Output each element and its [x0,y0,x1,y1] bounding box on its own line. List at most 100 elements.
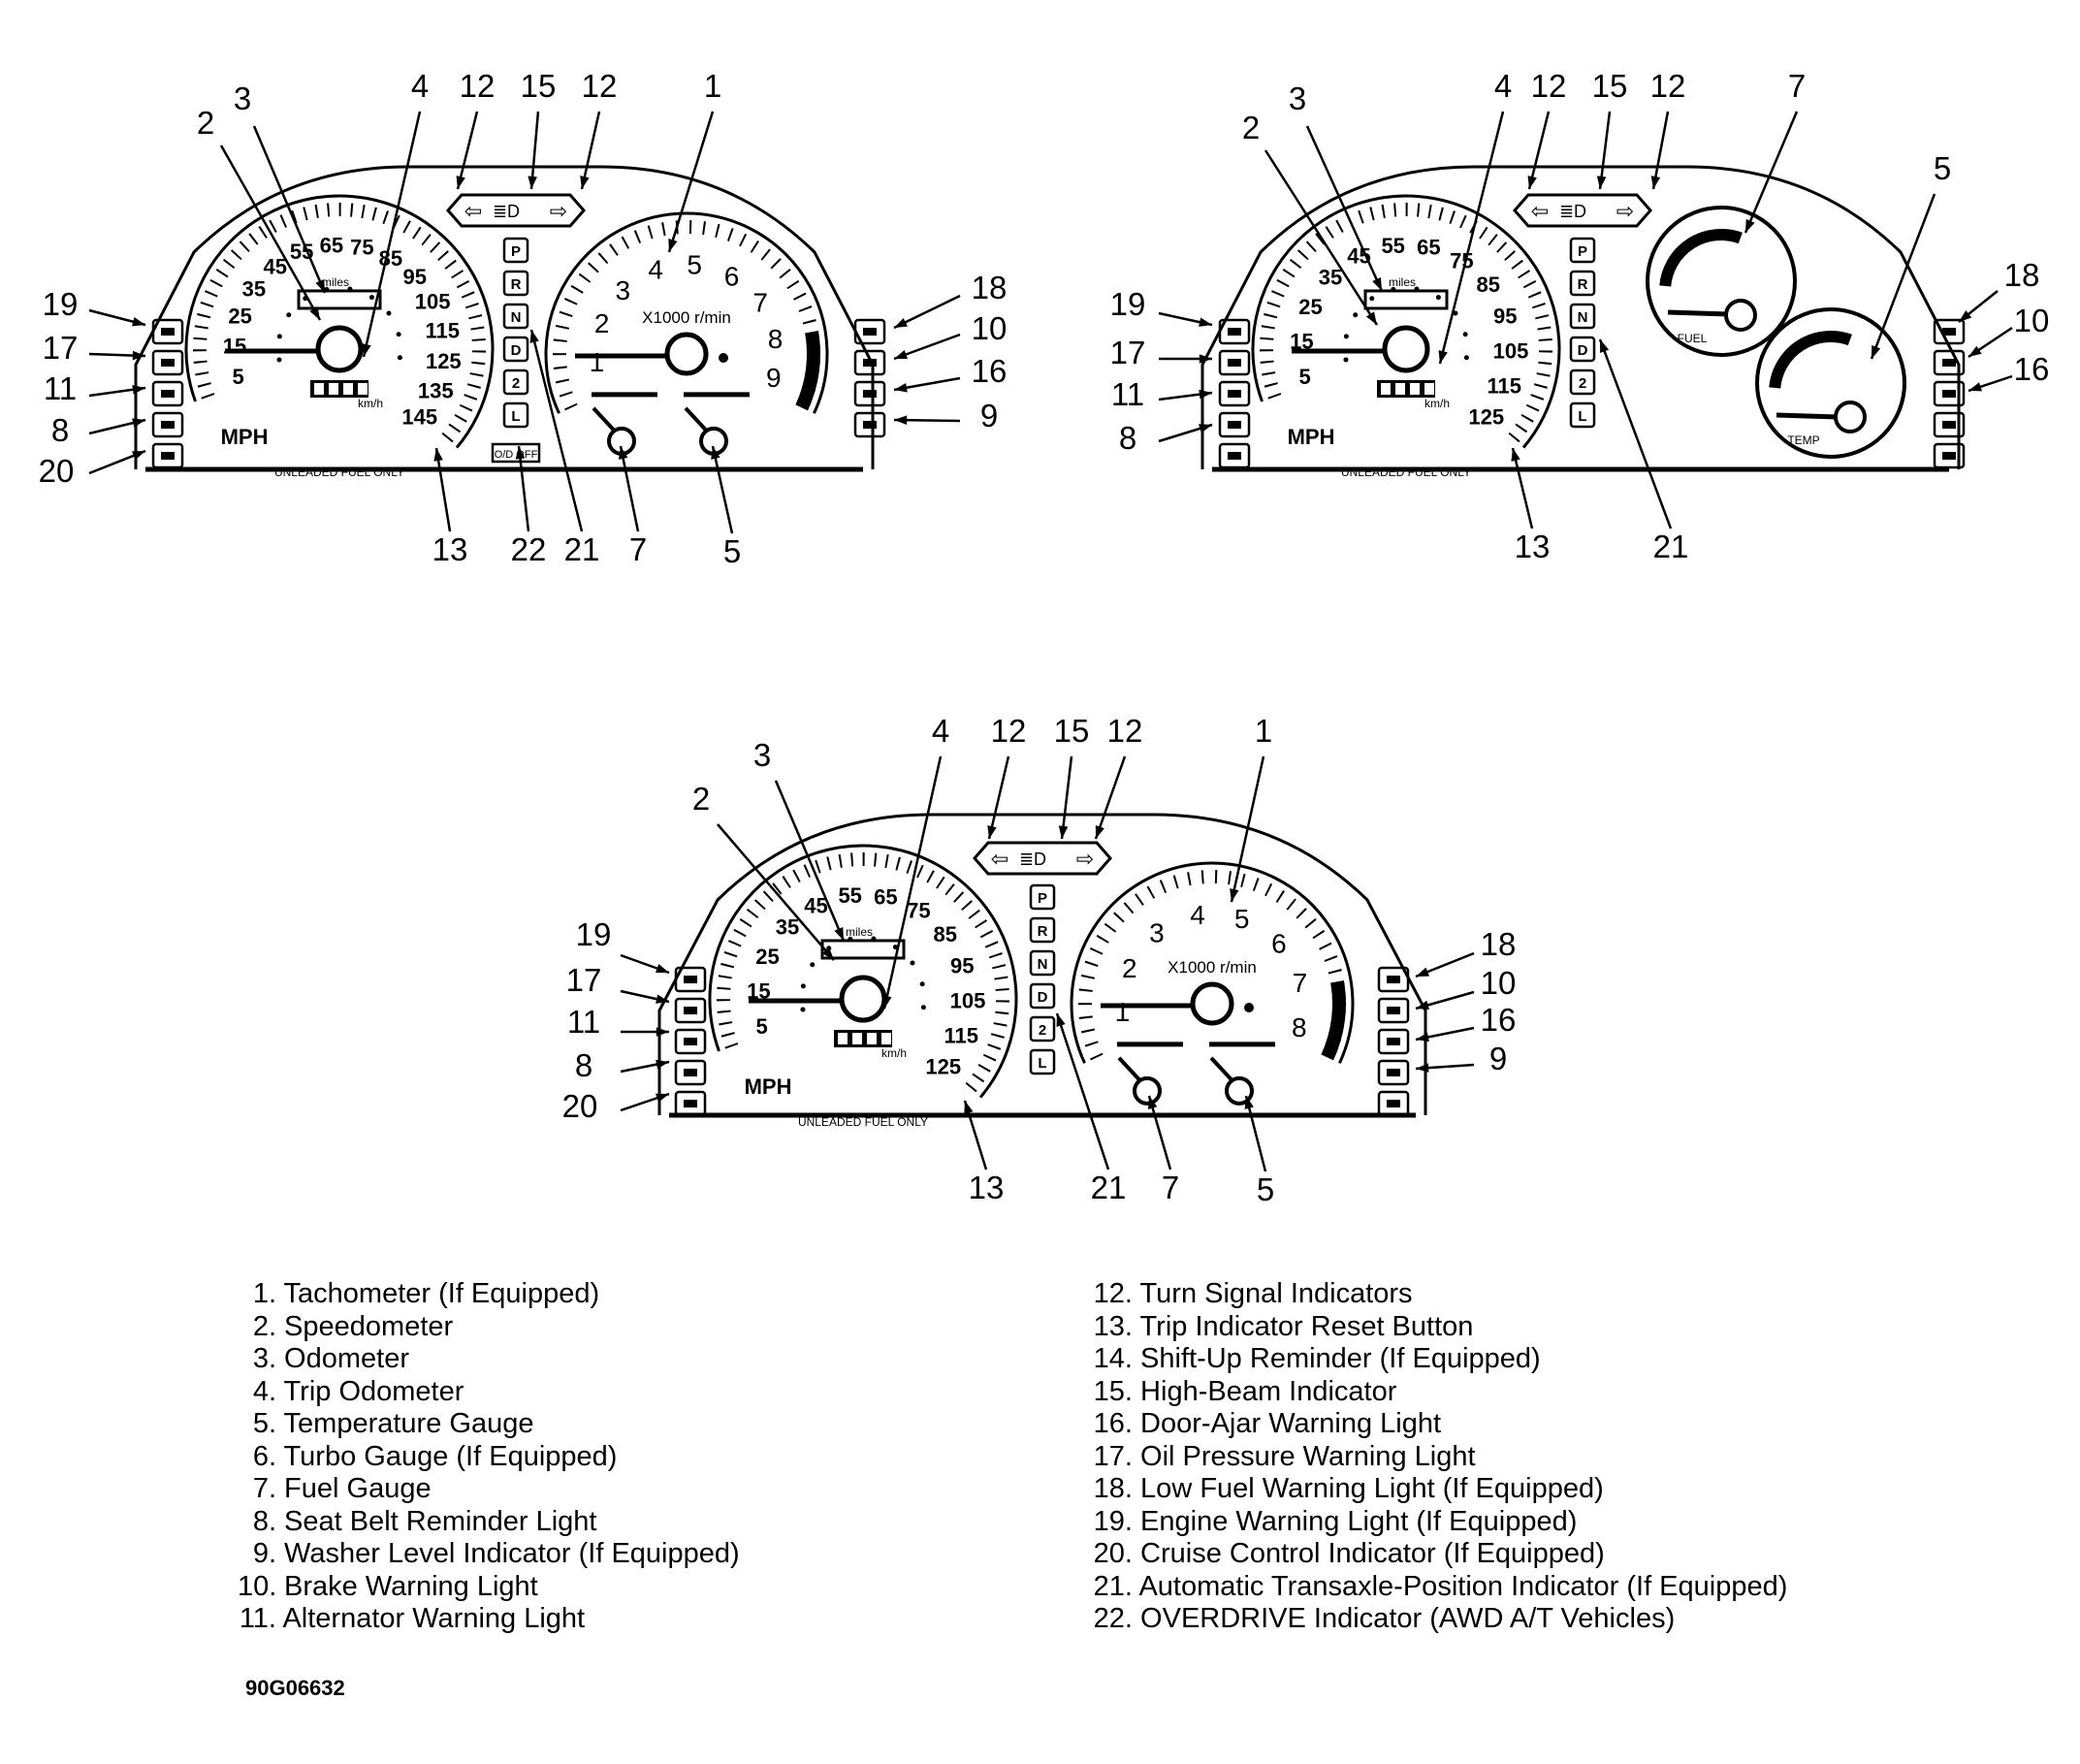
legend-item-7: 7. Fuel Gauge [238,1473,740,1506]
arrowhead [1416,1063,1429,1073]
kmh-tick [919,981,925,987]
callout-12: 12 [1094,713,1142,840]
warning-lamp-symbol [1942,452,1956,460]
warning-lamp-symbol [161,421,175,429]
warning-lamp [151,380,184,407]
callout-12: 12 [1527,68,1566,190]
callout-number: 22 [511,531,547,567]
callout-number: 12 [991,713,1027,749]
trip-digit [1424,383,1434,395]
arrowhead [1095,825,1104,839]
callout-7: 7 [1147,1095,1179,1205]
leader-line [1264,149,1379,326]
callout-number: 19 [1110,286,1146,322]
callout-1: 1 [667,68,721,253]
speed-label: 135 [418,379,454,403]
arrowhead [1959,310,1972,322]
callout-number: 9 [1489,1041,1507,1076]
callout-number: 2 [197,105,214,141]
tach-number: 7 [1293,968,1308,998]
leader-line [717,823,835,961]
callout-16: 16 [893,353,1007,393]
legend-text: OVERDRIVE Indicator (AWD A/T Vehicles) [1133,1603,1676,1634]
legend-text: Seat Belt Reminder Light [276,1505,597,1537]
kmh-tick [1343,334,1349,339]
callout-10: 10 [893,310,1007,361]
right-turn-arrow-icon: ⇨ [1616,199,1634,223]
gear-letter: L [1038,1055,1046,1072]
arrowhead [132,451,145,461]
speed-label: 85 [379,246,402,271]
tach-number: 5 [687,249,702,279]
speed-label: 25 [1298,295,1322,319]
warning-lamp [1377,966,1410,993]
legend-number: 2. [252,1310,276,1342]
arrowhead [1596,176,1607,189]
legend-left: 1. Tachometer (If Equipped)2. Speedomete… [238,1278,740,1636]
speed-label: 125 [925,1054,961,1078]
callout-number: 12 [460,68,496,104]
speed-label: 105 [1493,339,1529,364]
callout-5: 5 [711,445,741,569]
speed-label: 105 [950,989,986,1013]
legend-item-2: 2. Speedometer [238,1311,740,1344]
speed-label: 5 [1299,365,1311,389]
leader-line [1598,111,1612,190]
callout-number: 4 [932,713,949,749]
callout-11: 11 [567,1004,669,1040]
leader-line [774,780,846,942]
temperature-gauge-hub [1834,401,1867,433]
callout-number: 15 [1592,68,1628,104]
speedometer-hub [315,325,364,373]
callout-3: 3 [753,737,846,942]
warning-lamp [1218,380,1251,407]
speed-label: 15 [223,335,246,359]
warning-lamp-symbol [863,390,877,398]
trip-digit [1381,383,1391,395]
warning-lamp-symbol [684,1069,697,1076]
miles-label: miles [846,925,873,939]
temperature-gauge-needle [1776,412,1839,420]
callout-8: 8 [575,1047,670,1083]
warning-lamp [151,349,184,376]
legend-item-9: 9. Washer Level Indicator (If Equipped) [238,1538,740,1571]
fuel-gauge: FUEL [1646,206,1797,357]
trip-digit [329,383,338,395]
arrowhead [132,385,145,395]
callout-8: 8 [51,412,146,448]
kmh-tick [396,332,401,337]
legend-text: Speedometer [276,1310,454,1342]
legend-text: Oil Pressure Warning Light [1133,1440,1476,1472]
speed-label: 45 [804,893,827,917]
leader-line [1094,755,1127,840]
speed-label: 5 [756,1014,768,1039]
leader-line [362,111,422,358]
arrowhead [132,317,145,327]
callout-number: 20 [562,1088,598,1124]
speed-label: 145 [401,404,437,429]
callout-10: 10 [1415,965,1516,1010]
gear-letter: P [1578,243,1587,260]
callout-number: 18 [1481,926,1517,962]
speed-label: 115 [944,1024,978,1048]
legend-text: Temperature Gauge [276,1408,534,1439]
trip-digit [838,1033,848,1044]
speed-label: 5 [233,365,244,389]
leader-line [1598,338,1673,529]
warning-lamp [1377,997,1410,1024]
speed-label: 75 [350,236,373,260]
leader-line [1230,755,1265,903]
warning-lamp [1377,1028,1410,1055]
arrowhead [1650,176,1661,189]
panel-top-left-housing-outline [134,165,875,469]
callout-number: 11 [567,1004,600,1040]
speed-label: 55 [1381,234,1404,258]
warning-lamp [1933,380,1966,407]
gear-box [1569,336,1596,363]
legend-item-1: 1. Tachometer (If Equipped) [238,1278,740,1311]
warning-lamp [853,380,886,407]
unleaded-label: UNLEADED FUEL ONLY [274,465,404,479]
warning-lamp-symbol [1387,1069,1400,1076]
